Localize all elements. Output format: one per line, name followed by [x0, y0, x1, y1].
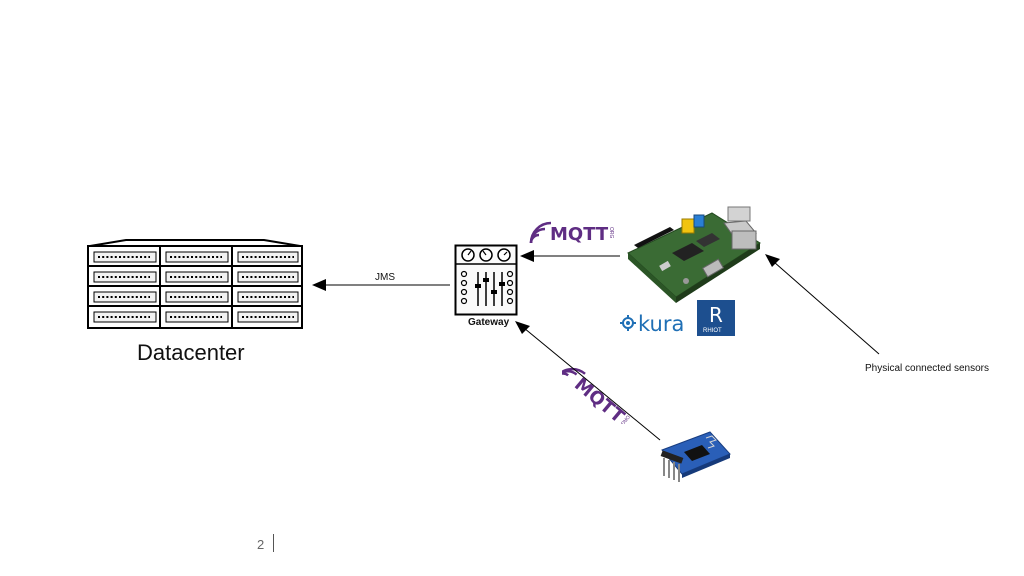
gateway-icon [454, 244, 518, 316]
kura-logo-text: kura [638, 312, 684, 336]
gateway-label: Gateway [468, 317, 510, 328]
raspberry-pi-board-image [627, 206, 761, 303]
mqtt-logo-diagonal: MQTT ORG [562, 367, 631, 424]
pi-to-gateway-arrow [520, 250, 620, 262]
page-number: 2 [257, 537, 265, 552]
sensors-label: Physical connected sensors [865, 363, 989, 374]
mqtt-logo-top-suffix: ORG [608, 227, 614, 239]
mqtt-logo-diagonal-suffix: ORG [619, 414, 631, 424]
sensors-to-pi-arrow [765, 254, 880, 355]
esp8266-module-image [660, 431, 731, 482]
datacenter-server-rack-icon [87, 239, 303, 329]
rhiot-logo: R RHIOT [697, 300, 735, 336]
page-number-separator [273, 534, 274, 552]
kura-logo: kura [620, 312, 684, 336]
esp-to-gateway-arrow [515, 321, 661, 441]
rhiot-logo-text: RHIOT [703, 328, 722, 334]
jms-arrow [312, 279, 450, 291]
datacenter-label: Datacenter [137, 340, 245, 365]
jms-label: JMS [375, 272, 395, 283]
rhiot-logo-letter: R [709, 303, 723, 327]
mqtt-logo-top: MQTT ORG [529, 221, 614, 245]
mqtt-logo-top-text: MQTT [550, 224, 609, 245]
